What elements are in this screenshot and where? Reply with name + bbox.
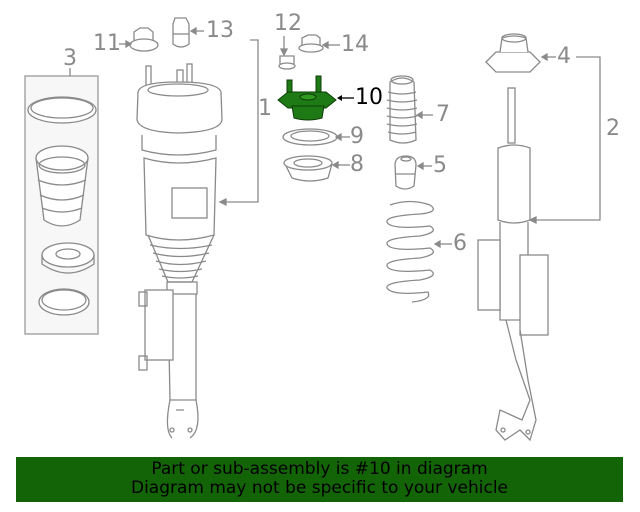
callout-6[interactable]: 6	[453, 231, 467, 256]
part-3-kit-box	[24, 68, 99, 335]
part-11-nut	[119, 27, 159, 52]
callout-8[interactable]: 8	[350, 152, 364, 177]
part-2-shock-strut	[477, 87, 549, 442]
part-4-strut-mount	[485, 33, 601, 225]
callout-14[interactable]: 14	[341, 32, 369, 57]
callout-10[interactable]: 10	[355, 85, 383, 110]
part-1-air-strut	[136, 39, 259, 439]
part-8-spring-seat	[283, 155, 350, 182]
part-7-dust-boot	[386, 75, 433, 144]
part-5-bump-stop	[394, 155, 432, 190]
callout-2[interactable]: 2	[606, 116, 620, 141]
callout-13[interactable]: 13	[206, 18, 234, 43]
part-6-coil-spring	[386, 200, 452, 303]
callout-7[interactable]: 7	[436, 102, 450, 127]
info-banner: Part or sub-assembly is #10 in diagram D…	[16, 457, 623, 502]
part-10-upper-mount-highlighted	[277, 75, 354, 121]
banner-line-part-number: Part or sub-assembly is #10 in diagram	[151, 459, 488, 479]
part-13-bushing	[172, 17, 204, 48]
part-9-bearing	[282, 128, 350, 146]
callout-1[interactable]: 1	[258, 96, 272, 121]
callout-9[interactable]: 9	[350, 124, 364, 149]
part-12-nut	[278, 36, 296, 70]
callout-12[interactable]: 12	[274, 11, 302, 36]
callout-5[interactable]: 5	[433, 153, 447, 178]
callout-4[interactable]: 4	[557, 44, 571, 69]
part-14-nut	[298, 34, 340, 53]
callout-11[interactable]: 11	[93, 31, 121, 56]
banner-line-disclaimer: Diagram may not be specific to your vehi…	[130, 478, 508, 498]
callout-3[interactable]: 3	[63, 46, 77, 71]
